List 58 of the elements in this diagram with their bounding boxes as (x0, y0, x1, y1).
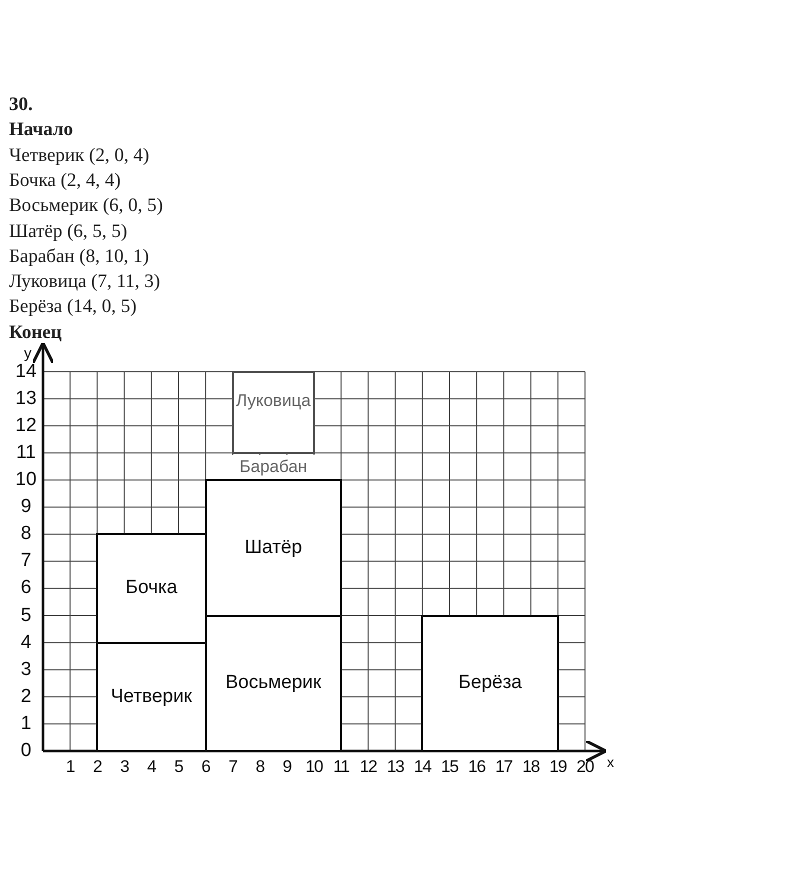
tick-label: 14 (414, 757, 431, 777)
list-item: Четверик (2, 0, 4) (9, 144, 150, 167)
tick-label: 6 (201, 757, 210, 777)
tick-label: 10 (306, 757, 322, 777)
list-item: Шатёр (6, 5, 5) (9, 220, 128, 242)
tick-label: 5 (174, 757, 183, 777)
tick-label: 1 (20, 714, 32, 734)
tick-label: 12 (15, 416, 37, 436)
tick-label: 16 (468, 757, 486, 777)
tick-label: 19 (549, 757, 566, 777)
part-name: Шатёр (244, 536, 302, 559)
tick-label: 18 (522, 757, 540, 777)
tick-label: 13 (386, 757, 404, 777)
tick-label: 4 (20, 632, 32, 653)
tick-label: 14 (15, 362, 37, 382)
tick-label: 17 (495, 757, 512, 777)
part-name: Берёза (458, 672, 522, 694)
tick-label: 15 (441, 757, 458, 777)
tick-label: 5 (20, 606, 32, 626)
building-part-box (96, 642, 207, 752)
tick-label: 11 (16, 442, 36, 463)
tick-label: 13 (15, 388, 37, 409)
tick-label: 2 (20, 686, 32, 707)
tick-label: 20 (576, 757, 594, 777)
building-part-box (421, 614, 559, 752)
tick-label: 8 (20, 524, 32, 544)
list-item: Барабан (8, 10, 1) (9, 246, 149, 268)
tick-label: 6 (20, 578, 32, 598)
part-name: Барабан (239, 456, 308, 477)
part-name: Четверик (110, 686, 192, 708)
part-name: Восьмерик (225, 672, 322, 694)
tick-label: 7 (228, 757, 237, 777)
building-part-box (204, 479, 342, 616)
tick-label: 12 (360, 757, 377, 777)
tick-label: 8 (256, 757, 264, 777)
building-part-box (232, 370, 315, 454)
task-number: 30. (9, 94, 33, 116)
axis-label: y (24, 344, 32, 364)
tick-label: 11 (333, 757, 349, 777)
tick-label: 3 (20, 660, 32, 680)
list-item: Луковица (7, 11, 3) (9, 271, 160, 294)
keyword: Начало (9, 119, 74, 142)
tick-label: 9 (282, 757, 292, 777)
tick-label: 0 (20, 741, 32, 761)
tick-label: 2 (92, 757, 102, 777)
list-item: Восьмерик (6, 0, 5) (9, 195, 164, 218)
tick-label: 1 (66, 757, 74, 777)
tick-label: 7 (20, 551, 32, 572)
tick-label: 10 (15, 470, 37, 490)
building-part-box (96, 533, 207, 644)
tick-label: 9 (20, 497, 32, 518)
axis-label: x (607, 753, 614, 772)
tick-label: 3 (120, 757, 129, 777)
list-item: Берёза (14, 0, 5) (9, 296, 137, 318)
list-item: Бочка (2, 4, 4) (9, 170, 121, 192)
keyword: Конец (9, 322, 62, 344)
building-part-box (204, 614, 342, 752)
tick-label: 4 (147, 757, 156, 777)
